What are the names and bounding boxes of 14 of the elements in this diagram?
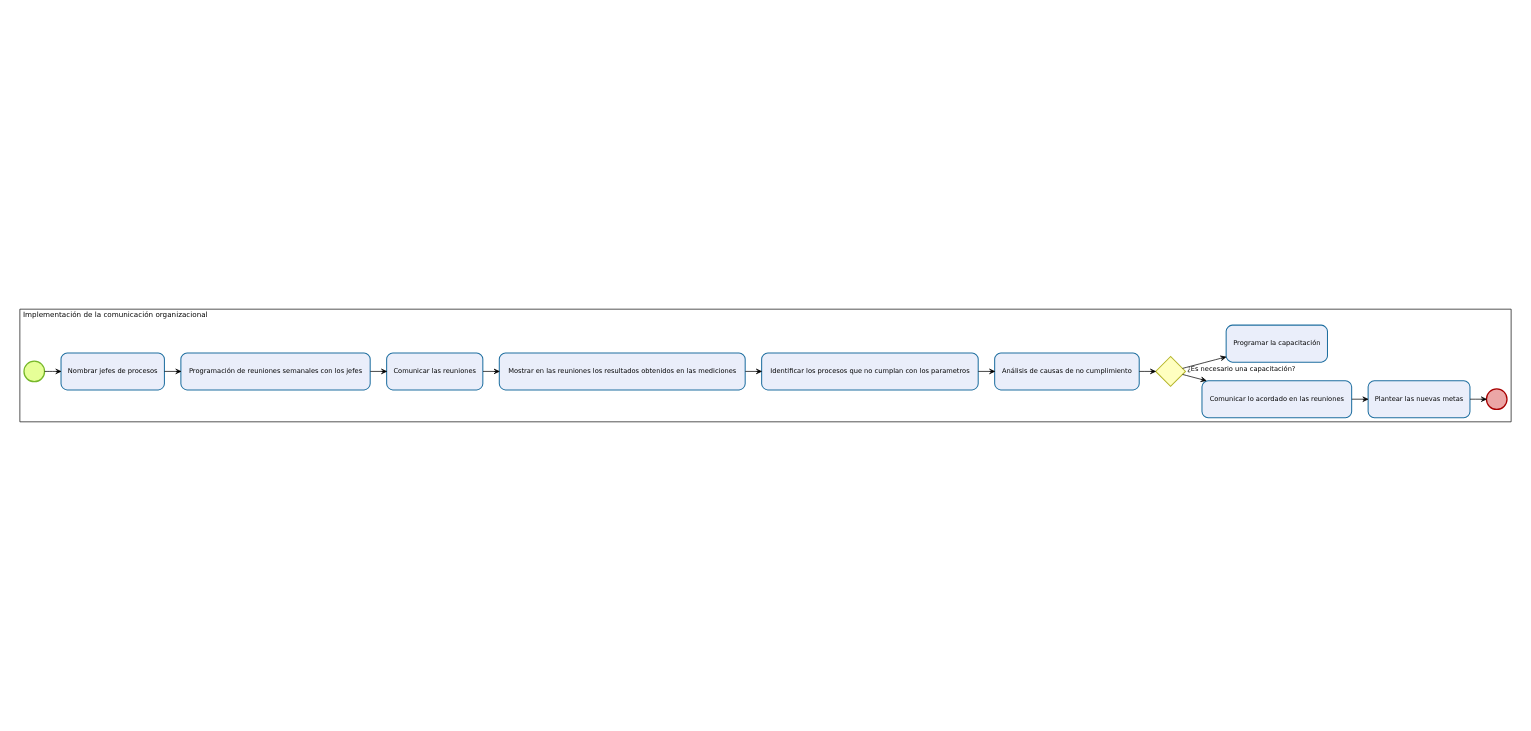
- node-circle: [23, 360, 46, 383]
- arrow: [1469, 396, 1487, 402]
- node-diamond: [1154, 355, 1187, 388]
- arrow: [1138, 368, 1156, 375]
- arrow: [44, 368, 62, 375]
- node-circle: [1485, 388, 1508, 411]
- arrow: [745, 368, 762, 375]
- arrow: [164, 368, 182, 375]
- arrow: [369, 368, 387, 375]
- arrow: [1182, 355, 1227, 369]
- arrow: [977, 368, 995, 375]
- arrow: [1351, 396, 1369, 402]
- arrow: [482, 368, 500, 375]
- arrow: [1182, 374, 1207, 382]
